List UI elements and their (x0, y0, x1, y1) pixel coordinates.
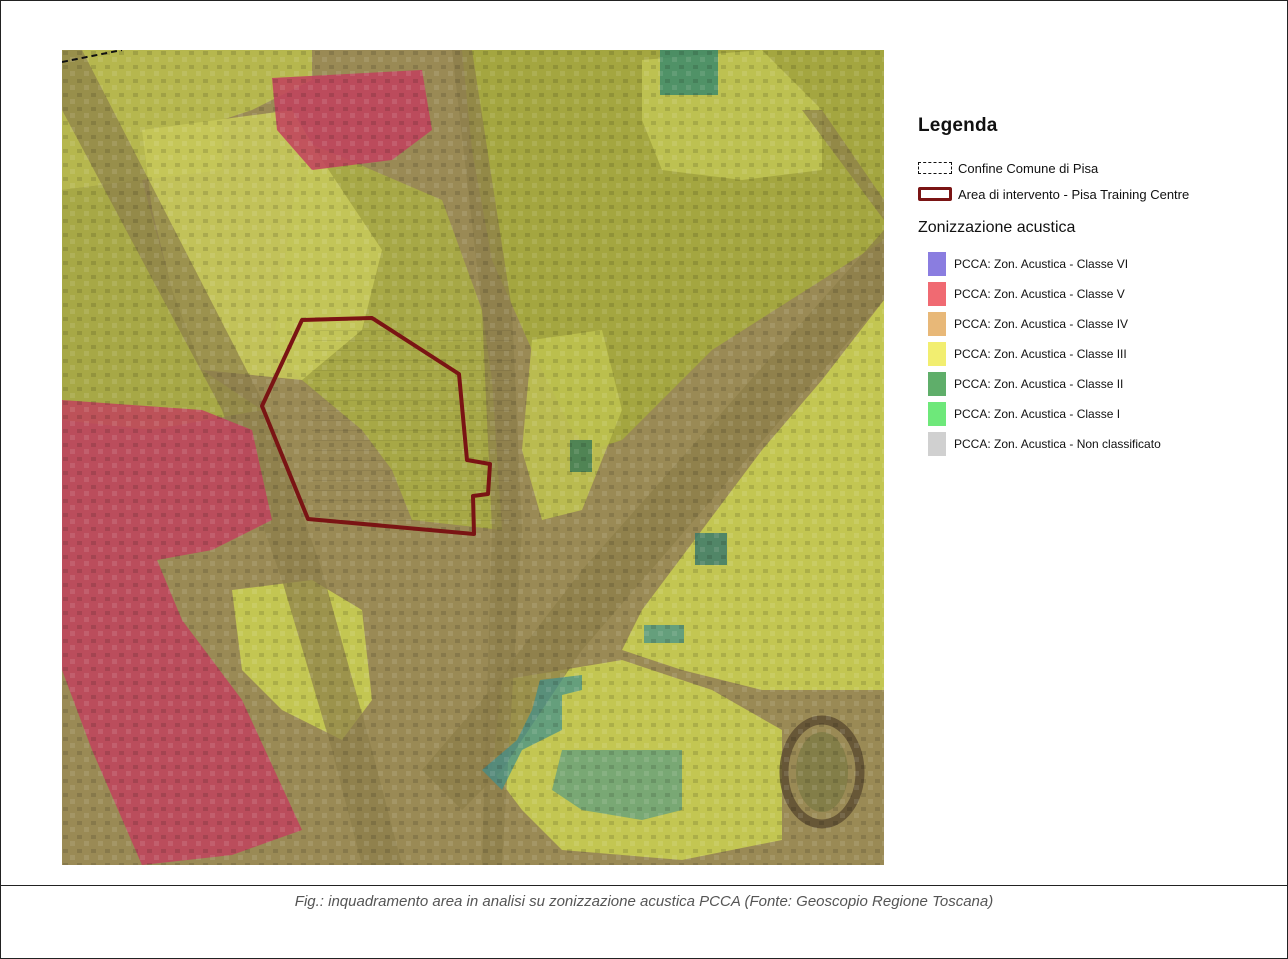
class-iii-swatch (928, 342, 946, 366)
legend-class-entry: PCCA: Zon. Acustica - Classe II (918, 369, 1278, 399)
legend-class-entry: PCCA: Zon. Acustica - Classe IV (918, 309, 1278, 339)
field-texture (312, 330, 512, 530)
class-v-swatch (928, 282, 946, 306)
acoustic-zoning-map (62, 50, 884, 865)
legend-class-entry: PCCA: Zon. Acustica - Classe V (918, 279, 1278, 309)
dashed-boundary-icon (918, 162, 952, 174)
area-di-intervento-outline[interactable] (260, 316, 492, 536)
legend-title: Legenda (918, 115, 998, 136)
map-legend: Legenda Confine Comune di Pisa Area di i… (918, 115, 1278, 459)
legend-class-label: PCCA: Zon. Acustica - Classe III (954, 347, 1127, 361)
class-ii-swatch (928, 372, 946, 396)
legend-class-label: PCCA: Zon. Acustica - Classe VI (954, 257, 1129, 271)
legend-boundary-entry: Confine Comune di Pisa (918, 155, 1278, 181)
legend-class-label: PCCA: Zon. Acustica - Classe IV (954, 317, 1129, 331)
class-i-swatch (928, 402, 946, 426)
legend-class-label: PCCA: Zon. Acustica - Classe V (954, 287, 1125, 301)
legend-class-label: PCCA: Zon. Acustica - Non classificato (954, 437, 1161, 451)
legend-class-label: PCCA: Zon. Acustica - Classe I (954, 407, 1121, 421)
legend-area-entry: Area di intervento - Pisa Training Centr… (918, 181, 1278, 207)
legend-class-entry: PCCA: Zon. Acustica - Classe VI (918, 249, 1278, 279)
area-outline-icon (918, 187, 952, 201)
legend-class-entry: PCCA: Zon. Acustica - Classe III (918, 339, 1278, 369)
map-view[interactable] (62, 50, 884, 865)
figure-caption: Fig.: inquadramento area in analisi su z… (294, 893, 994, 910)
class-iv-swatch (928, 312, 946, 336)
caption-divider (0, 885, 1288, 886)
legend-class-label: PCCA: Zon. Acustica - Classe II (954, 377, 1124, 391)
class-vi-swatch (928, 252, 946, 276)
legend-boundary-label: Confine Comune di Pisa (958, 160, 1099, 176)
legend-class-entry: PCCA: Zon. Acustica - Non classificato (918, 429, 1278, 459)
legend-area-label: Area di intervento - Pisa Training Centr… (958, 186, 1190, 202)
confine-comune-line (62, 50, 123, 63)
non-classificato-swatch (928, 432, 946, 456)
legend-section-title: Zonizzazione acustica (918, 219, 1076, 236)
legend-class-entry: PCCA: Zon. Acustica - Classe I (918, 399, 1278, 429)
